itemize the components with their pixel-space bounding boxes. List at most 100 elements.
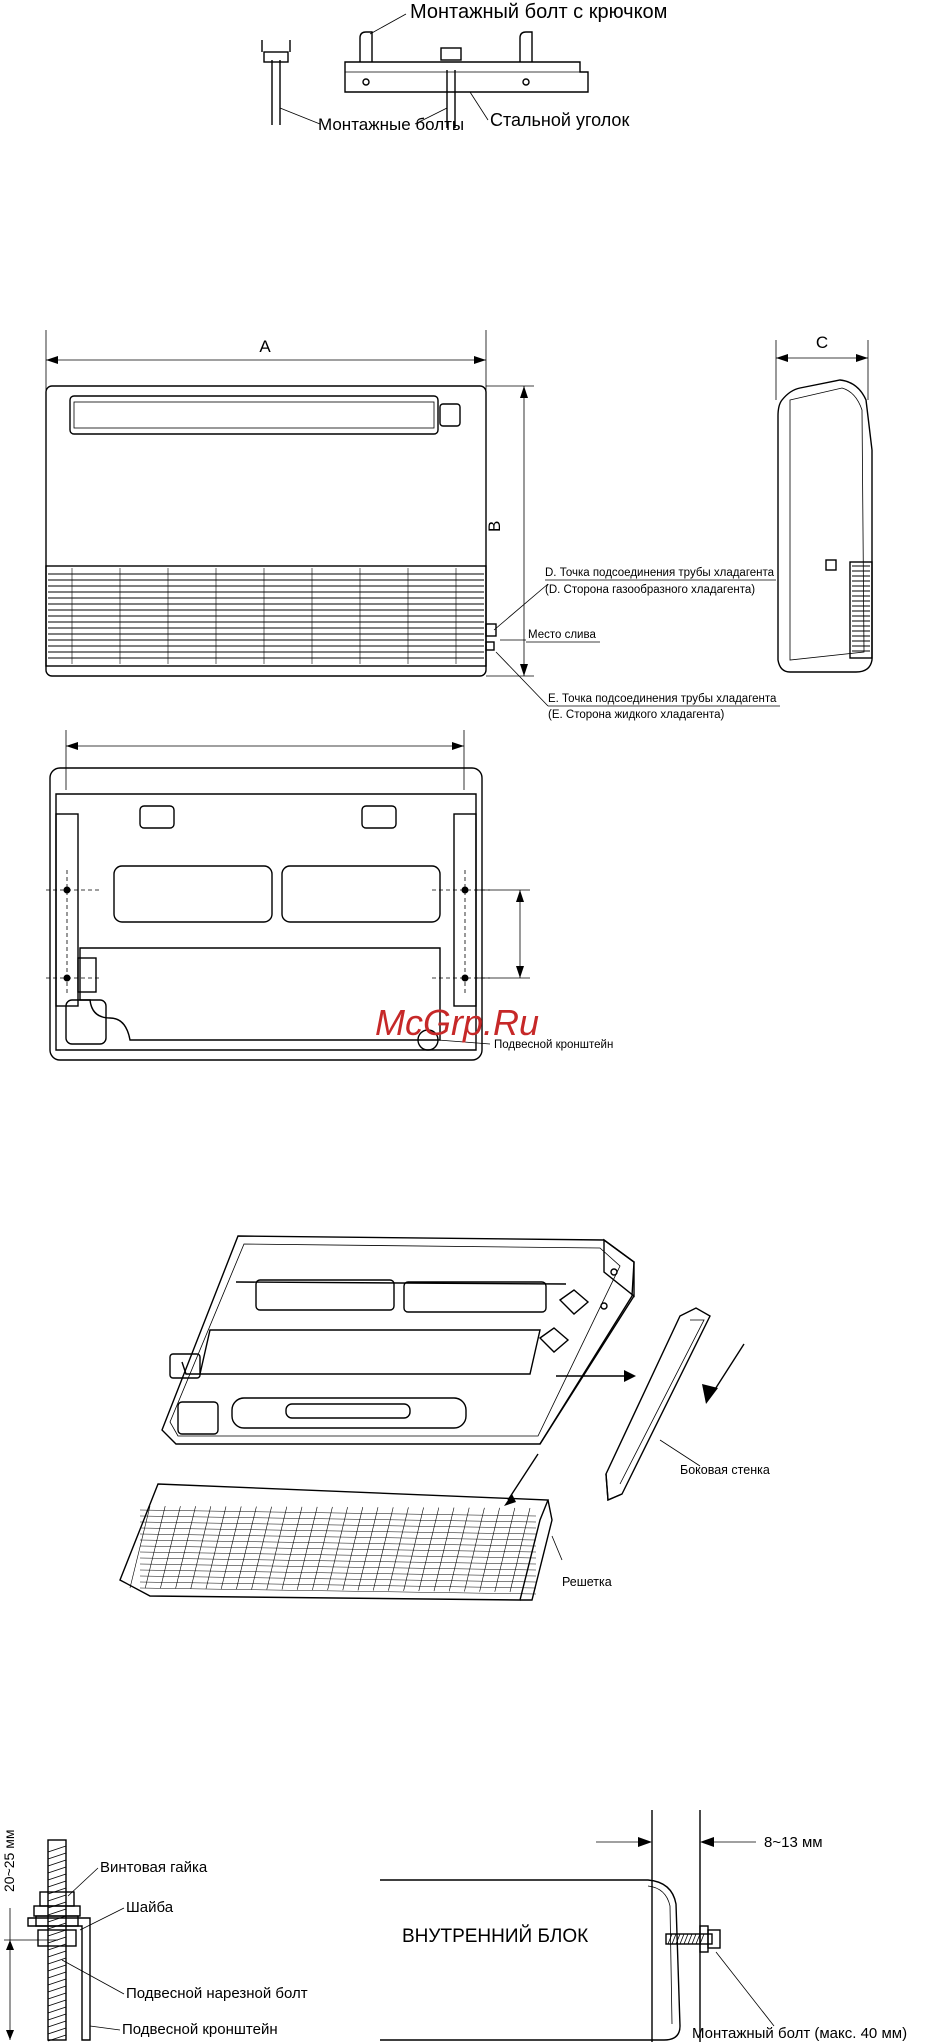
hatch-line	[494, 1507, 516, 1592]
size-range-label: 20~25 мм	[1, 1830, 17, 1892]
front-view: A B D. Точка подсоединения трубы хладаге…	[45, 330, 780, 721]
hatch-line	[47, 2020, 67, 2028]
hatch-line	[479, 1507, 500, 1592]
bracket-detail: 20~25 мм Винтовая гайка Шайба Подвесной …	[1, 1830, 308, 2042]
hatch-line	[47, 1880, 67, 1888]
side-d-label: (D. Сторона газообразного хладагента)	[545, 584, 755, 596]
hatch-line	[47, 1992, 67, 2000]
hatch-line	[47, 1873, 67, 1881]
detail-bracket-label: Подвесной кронштейн	[122, 2021, 278, 2038]
hatch-line	[139, 1539, 537, 1547]
hatch-line	[675, 1933, 681, 1945]
hook-bolt-label: Монтажный болт с крючком	[410, 1, 667, 23]
hatch-line	[190, 1506, 212, 1589]
hanger-figure: Монтажный болт с крючком Монтажные болты…	[261, 1, 667, 134]
hatch-line	[433, 1507, 455, 1592]
hatch-line	[139, 1527, 537, 1535]
hatch-line	[47, 1859, 67, 1867]
hatch-line	[372, 1507, 394, 1591]
hatch-line	[312, 1506, 333, 1590]
hatch-line	[47, 1866, 67, 1874]
bracket-label: Подвесной кронштейн	[494, 1039, 613, 1051]
hatch-line	[47, 2006, 67, 2014]
watermark: McGrp.Ru	[375, 1002, 539, 1043]
hatch-line	[691, 1933, 697, 1945]
hatch-line	[139, 1575, 537, 1583]
indoor-unit-label: ВНУТРЕННИЙ БЛОК	[402, 1925, 588, 1947]
threaded-bolt-label: Подвесной нарезной болт	[126, 1985, 308, 2002]
hatch-line	[47, 1943, 67, 1951]
hatch-line	[667, 1933, 673, 1945]
hatch-line	[175, 1506, 196, 1589]
hatch-line	[129, 1505, 151, 1589]
hatch-line	[47, 1894, 67, 1902]
hatch-line	[139, 1521, 537, 1529]
hatch-line	[139, 1569, 537, 1577]
hatch-line	[448, 1507, 470, 1592]
hatch-line	[47, 1964, 67, 1972]
dim-b-label: B	[485, 521, 504, 532]
hatch-line	[47, 1845, 67, 1853]
point-d-label: D. Точка подсоединения трубы хладагента	[545, 567, 775, 579]
hatch-line	[342, 1507, 364, 1591]
hatch-line	[47, 1936, 67, 1944]
exploded-grille	[129, 1505, 537, 1595]
nut-label: Винтовая гайка	[100, 1859, 208, 1876]
bolt-thread	[47, 1845, 67, 2042]
hatch-line	[47, 2027, 67, 2035]
hatch-line	[220, 1506, 242, 1590]
mounting-bolts-label: Монтажные болты	[318, 115, 464, 134]
hatch-line	[47, 1901, 67, 1909]
hatch-line	[327, 1506, 348, 1591]
back-view: Подвесной кронштейн	[46, 730, 613, 1061]
hatch-line	[679, 1933, 685, 1945]
hatch-line	[139, 1509, 537, 1517]
hatch-line	[418, 1507, 440, 1592]
dim-a-label: A	[259, 337, 271, 356]
hatch-line	[47, 1957, 67, 1965]
hatch-line	[47, 1852, 67, 1860]
mount-bolt-label: Монтажный болт (макс. 40 мм)	[692, 2025, 907, 2042]
dim-c-label: C	[816, 333, 828, 352]
hatch-line	[47, 1908, 67, 1916]
mount-bolt-thread	[667, 1933, 705, 1945]
hatch-line	[464, 1507, 485, 1592]
hatch-line	[47, 1985, 67, 1993]
hatch-line	[388, 1507, 409, 1591]
hatch-line	[139, 1545, 537, 1553]
exploded-view: Боковая стенка Решетка	[119, 1235, 770, 1601]
hatch-line	[671, 1933, 677, 1945]
hatch-line	[47, 1950, 67, 1958]
side-view: C	[775, 333, 873, 673]
hatch-line	[47, 1915, 67, 1923]
hatch-line	[47, 1887, 67, 1895]
hatch-line	[139, 1563, 537, 1571]
front-grille	[48, 568, 484, 664]
hatch-line	[205, 1506, 227, 1589]
steel-angle-label: Стальной уголок	[490, 110, 629, 130]
hatch-line	[509, 1507, 531, 1593]
hatch-line	[139, 1581, 537, 1589]
mount-figure: 8~13 мм ВНУТРЕННИЙ БЛОК Монтажный болт (…	[380, 1810, 907, 2042]
side-grille	[852, 565, 870, 652]
hatch-line	[403, 1507, 424, 1591]
hatch-line	[144, 1506, 166, 1589]
hatch-line	[687, 1933, 693, 1945]
hatch-line	[139, 1551, 537, 1559]
hatch-line	[139, 1533, 537, 1541]
hatch-line	[47, 1971, 67, 1979]
hatch-line	[47, 1978, 67, 1986]
hatch-line	[47, 2034, 67, 2042]
hatch-line	[139, 1587, 537, 1595]
hatch-line	[47, 1929, 67, 1937]
hatch-line	[160, 1506, 181, 1589]
hatch-line	[139, 1557, 537, 1565]
hatch-line	[139, 1515, 537, 1523]
point-e-label: E. Точка подсоединения трубы хладагента	[548, 693, 777, 705]
hatch-line	[47, 1999, 67, 2007]
hatch-line	[357, 1507, 379, 1591]
drain-label: Место слива	[528, 629, 596, 641]
side-e-label: (E. Сторона жидкого хладагента)	[548, 709, 725, 721]
side-wall-label: Боковая стенка	[680, 1463, 770, 1477]
